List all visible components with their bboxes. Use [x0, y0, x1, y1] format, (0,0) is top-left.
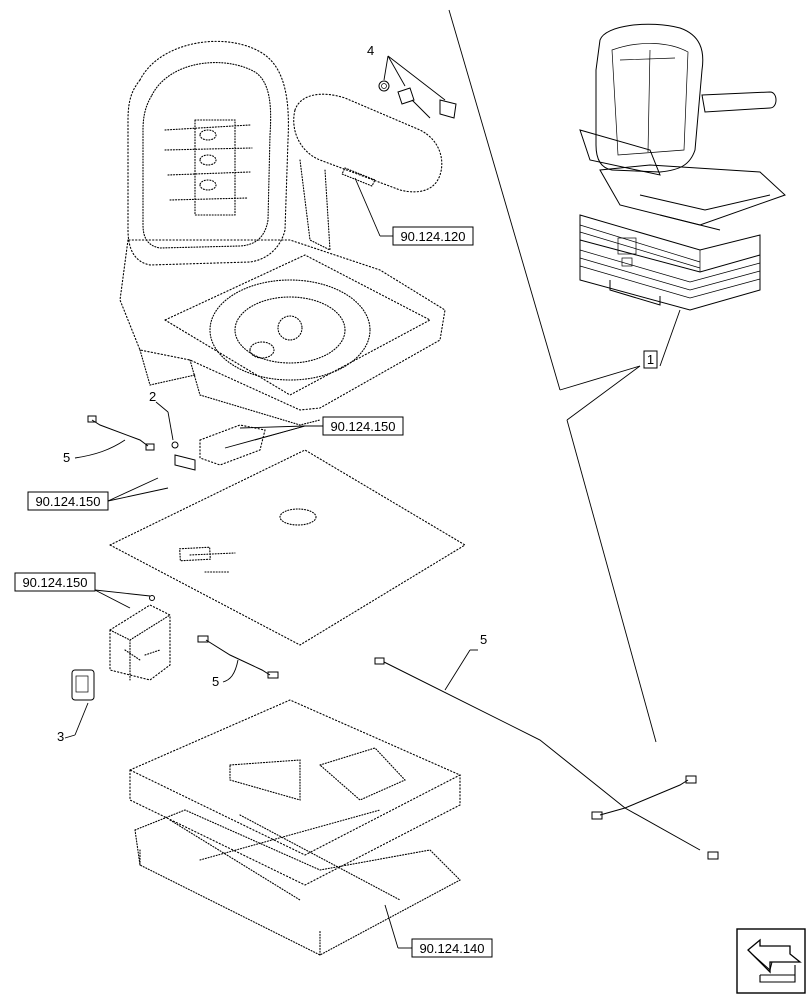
arrow-icon[interactable] [736, 928, 806, 994]
guide-lines [448, 9, 681, 743]
callout-5b-label: 5 [212, 674, 219, 689]
callout-5c-label: 5 [480, 632, 487, 647]
harness-long [374, 649, 719, 860]
harness-small-upper [74, 415, 155, 459]
ref-leaders [94, 177, 412, 949]
complete-seat [579, 23, 786, 311]
callout-1[interactable]: 1 [643, 350, 658, 369]
seat-backrest [127, 40, 289, 266]
callout-4-label: 4 [367, 43, 374, 58]
ref-bracket[interactable]: 90.124.150 [322, 416, 404, 436]
seat-cushion-frame [119, 239, 446, 426]
harness-middle [197, 635, 279, 683]
suspension-frame [128, 699, 462, 956]
ref-bracket-label: 90.124.150 [330, 419, 395, 434]
callout-2-label: 2 [149, 389, 156, 404]
small-parts-4 [378, 55, 457, 119]
ref-left-switch-label: 90.124.150 [35, 494, 100, 509]
armrest [293, 93, 443, 251]
ref-left-box[interactable]: 90.124.150 [14, 572, 96, 592]
control-module [64, 595, 171, 739]
callout-1-label: 1 [647, 352, 654, 367]
base-plate [108, 449, 467, 646]
ref-armrest-label: 90.124.120 [400, 229, 465, 244]
ref-suspension[interactable]: 90.124.140 [411, 938, 493, 958]
ref-suspension-label: 90.124.140 [419, 941, 484, 956]
ref-left-switch[interactable]: 90.124.150 [27, 491, 109, 511]
ref-left-box-label: 90.124.150 [22, 575, 87, 590]
switch-bracket [155, 401, 266, 471]
callout-3-label: 3 [57, 729, 64, 744]
callout-5a-label: 5 [63, 450, 70, 465]
ref-armrest[interactable]: 90.124.120 [392, 226, 474, 246]
